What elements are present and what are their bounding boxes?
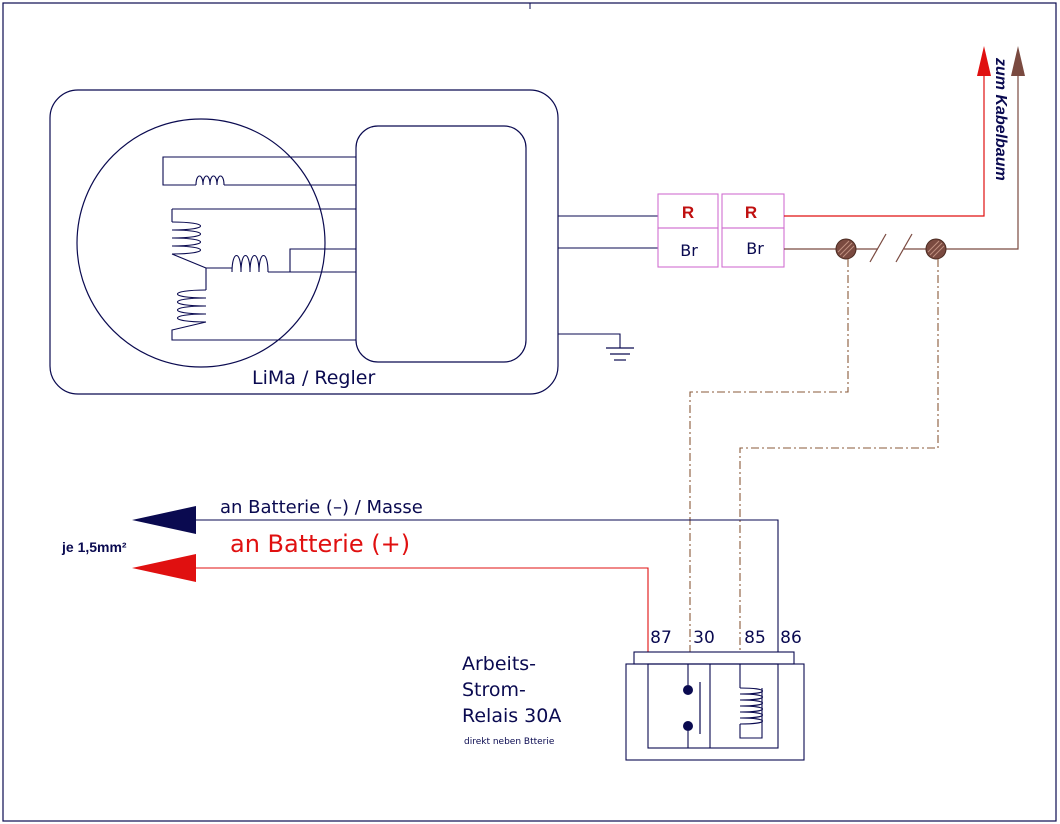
phase-line-2b: [289, 248, 356, 272]
red-wire-harness: [784, 66, 985, 217]
relay-contact-top: [683, 685, 693, 695]
coil-icon: [171, 221, 202, 255]
regulator-box: [355, 125, 527, 363]
ground-wire: [558, 333, 621, 348]
relay-contact-bottom: [683, 721, 693, 731]
alternator-stator-circle: [76, 118, 326, 368]
connector-1-top-label: R: [682, 203, 694, 222]
relay: 87 30 85 86 Arbeits- Strom- Relais 30A d…: [462, 628, 805, 761]
relay-title-line-1: Arbeits-: [462, 653, 536, 675]
arrow-icon: [132, 554, 196, 582]
coil-icon: [739, 687, 763, 725]
relay-pin-30: 30: [693, 628, 715, 648]
battery-plus-wire: [194, 567, 649, 652]
relay-title-line-2: Strom-: [462, 679, 526, 701]
relay-pin-87: 87: [650, 628, 672, 648]
connector-2-bottom: [721, 227, 785, 268]
connector-block: R Br R Br: [657, 193, 785, 268]
brown-wire-harness: [946, 66, 1019, 250]
alternator-housing: [49, 89, 559, 395]
harness-label: zum Kabelbaum: [992, 57, 1009, 181]
field-wire: [162, 156, 356, 186]
ground-icon: [606, 347, 634, 361]
alternator-regulator-unit: LiMa / Regler: [49, 89, 559, 395]
battery-plus-label: an Batterie (+): [230, 530, 410, 558]
coil-icon: [195, 175, 225, 186]
relay-pin-85: 85: [744, 628, 766, 648]
terminal-icon: [835, 238, 857, 260]
wire-size-label: je 1,5mm²: [61, 539, 127, 555]
coil-icon: [231, 254, 269, 273]
star-point-wire-1: [171, 253, 207, 269]
connector-1-bottom: [657, 227, 719, 268]
wire-cut-mark-1: [869, 233, 887, 263]
control-wire-30: [689, 259, 849, 652]
relay-inner: [647, 663, 779, 749]
terminal-icon: [925, 238, 947, 260]
relay-note: direkt neben Btterie: [464, 737, 555, 747]
battery-minus-wire: [194, 519, 779, 652]
phase-line-3: [171, 321, 356, 341]
relay-body: [625, 663, 805, 761]
relay-coil-wire-bottom: [739, 688, 763, 739]
connector-1-bottom-label: Br: [680, 241, 698, 260]
coil-icon: [176, 289, 207, 323]
arrow-icon: [977, 46, 991, 76]
wire-cut-mark-2: [895, 233, 913, 263]
relay-pin-strip: [633, 651, 795, 665]
lima-label: LiMa / Regler: [252, 367, 375, 389]
connector-2-bottom-label: Br: [746, 239, 764, 258]
arrow-icon: [132, 506, 196, 534]
arrow-icon: [1011, 46, 1025, 76]
relay-pin-86: 86: [780, 628, 802, 648]
control-wire-85: [739, 259, 939, 652]
relay-title-line-3: Relais 30A: [462, 705, 561, 727]
connector-2-top-label: R: [745, 203, 757, 222]
battery-minus-label: an Batterie (–) / Masse: [220, 497, 423, 518]
